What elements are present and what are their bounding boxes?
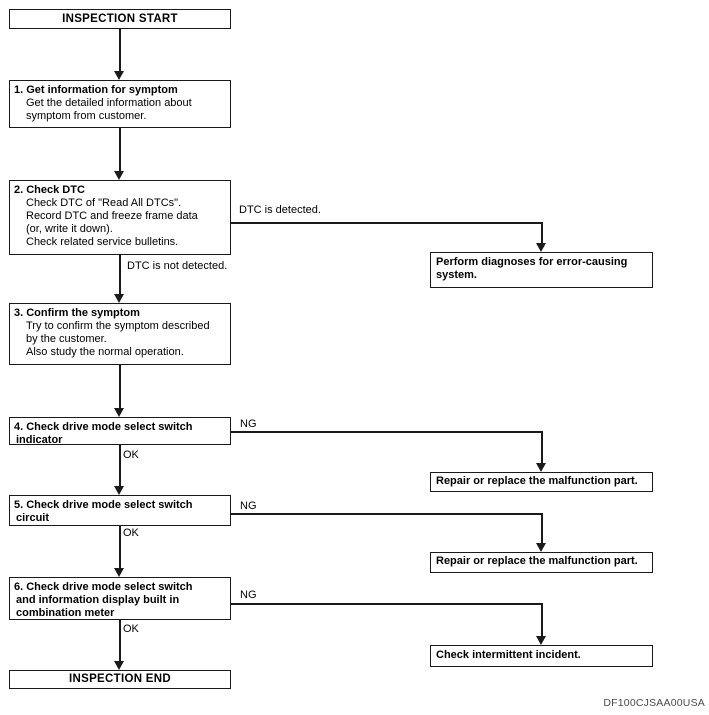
step-3-body-line: Also study the normal operation. xyxy=(26,346,184,358)
step-1-box: 1. Get information for symptom Get the d… xyxy=(9,80,231,128)
inspection-end-label: INSPECTION END xyxy=(69,673,171,685)
step-3-title: 3. Confirm the symptom xyxy=(14,307,140,319)
label-ng-3: NG xyxy=(240,589,257,601)
step-6-title-line: and information display built in xyxy=(16,594,180,606)
step-6-title: 6. Check drive mode select switch xyxy=(14,581,193,593)
arrowhead-step2 xyxy=(114,171,124,180)
connector-start-to-step1 xyxy=(119,29,121,71)
connector-step1-to-step2 xyxy=(119,128,121,171)
arrowhead-step4 xyxy=(114,408,124,417)
inspection-end-box: INSPECTION END xyxy=(9,670,231,689)
intermittent-line: Check intermittent incident. xyxy=(436,649,581,661)
step-3-body-line: by the customer. xyxy=(26,333,107,345)
step-3-body-line: Try to confirm the symptom described xyxy=(26,320,210,332)
step-2-body-line: (or, write it down). xyxy=(26,223,113,235)
repair-box-2: Repair or replace the malfunction part. xyxy=(430,552,653,573)
reference-code: DF100CJSAA00USA xyxy=(603,697,705,709)
step-2-body-line: Check DTC of "Read All DTCs". xyxy=(26,197,182,209)
label-ok-1: OK xyxy=(123,449,139,461)
label-ok-2: OK xyxy=(123,527,139,539)
step-6-box: 6. Check drive mode select switch and in… xyxy=(9,577,231,620)
arrowhead-step3 xyxy=(114,294,124,303)
step-6-title-line: combination meter xyxy=(16,607,115,619)
connector-step3-to-step4 xyxy=(119,365,121,408)
perform-diagnoses-line: Perform diagnoses for error-causing xyxy=(436,256,628,268)
branch-line-ng3-h xyxy=(231,603,543,605)
step-5-box: 5. Check drive mode select switch circui… xyxy=(9,495,231,526)
step-4-title-line: indicator xyxy=(16,434,63,446)
arrowhead-perform-diagnoses xyxy=(536,243,546,252)
step-2-title: 2. Check DTC xyxy=(14,184,85,196)
label-ng-1: NG xyxy=(240,418,257,430)
connector-step5-to-step6 xyxy=(119,526,121,568)
inspection-start-label: INSPECTION START xyxy=(62,12,178,25)
branch-line-ng2-h xyxy=(231,513,543,515)
repair-box-1: Repair or replace the malfunction part. xyxy=(430,472,653,492)
connector-step2-to-step3 xyxy=(119,255,121,294)
inspection-start-box: INSPECTION START xyxy=(9,9,231,29)
connector-step4-to-step5 xyxy=(119,445,121,486)
step-5-title-line: circuit xyxy=(16,512,50,524)
branch-line-ng3-v xyxy=(541,603,543,636)
perform-diagnoses-box: Perform diagnoses for error-causing syst… xyxy=(430,252,653,288)
step-2-box: 2. Check DTC Check DTC of "Read All DTCs… xyxy=(9,180,231,255)
label-ok-3: OK xyxy=(123,623,139,635)
step-1-title: 1. Get information for symptom xyxy=(14,84,178,96)
step-2-body-line: Record DTC and freeze frame data xyxy=(26,210,198,222)
step-5-title: 5. Check drive mode select switch xyxy=(14,499,193,511)
arrowhead-end xyxy=(114,661,124,670)
step-1-body-line: Get the detailed information about xyxy=(26,97,192,109)
arrowhead-intermittent xyxy=(536,636,546,645)
step-2-body-line: Check related service bulletins. xyxy=(26,236,179,248)
label-dtc-detected: DTC is detected. xyxy=(239,204,321,216)
intermittent-incident-box: Check intermittent incident. xyxy=(430,645,653,667)
branch-line-ng2-v xyxy=(541,513,543,543)
arrowhead-step5 xyxy=(114,486,124,495)
repair-line: Repair or replace the malfunction part. xyxy=(436,555,638,567)
arrowhead-repair-1 xyxy=(536,463,546,472)
label-ng-2: NG xyxy=(240,500,257,512)
branch-line-dtc-detected-h xyxy=(231,222,543,224)
step-1-body-line: symptom from customer. xyxy=(26,110,147,122)
arrowhead-step6 xyxy=(114,568,124,577)
step-4-box: 4. Check drive mode select switch indica… xyxy=(9,417,231,446)
step-3-box: 3. Confirm the symptom Try to confirm th… xyxy=(9,303,231,365)
arrowhead-repair-2 xyxy=(536,543,546,552)
label-dtc-not-detected: DTC is not detected. xyxy=(127,260,228,272)
repair-line: Repair or replace the malfunction part. xyxy=(436,475,638,487)
step-4-title: 4. Check drive mode select switch xyxy=(14,421,193,433)
perform-diagnoses-line: system. xyxy=(436,269,477,281)
branch-line-dtc-detected-v xyxy=(541,222,543,243)
arrowhead-step1 xyxy=(114,71,124,80)
branch-line-ng1-v xyxy=(541,431,543,463)
connector-step6-to-end xyxy=(119,620,121,661)
branch-line-ng1-h xyxy=(231,431,543,433)
